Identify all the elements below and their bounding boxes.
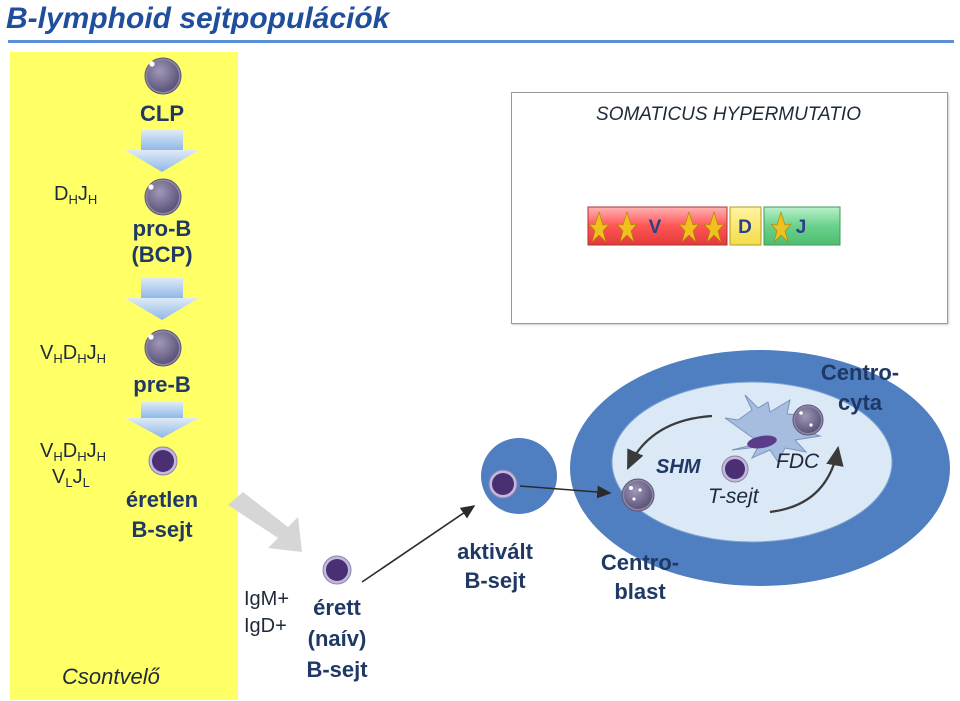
label-t-cell: T-sejt [708, 485, 759, 508]
gene-vdj-preb: VHDHJH [40, 342, 106, 366]
label-centroblast-line1: Centro- [600, 550, 680, 575]
mutation-marks [588, 210, 792, 244]
gene-vdj-d: D [62, 342, 78, 364]
gene-dj: DHJH [54, 183, 97, 207]
arrow-preb-to-immature [125, 402, 199, 438]
cell-centroblast [621, 478, 655, 512]
label-bone-marrow: Csontvelő [62, 664, 160, 689]
segment-j-label: J [796, 217, 807, 238]
label-activated-b: aktivált B-sejt [440, 537, 550, 595]
gene-vj-j: J [72, 466, 83, 488]
label-mature-line1: érett [313, 595, 361, 620]
gene-vdj2-sub1: H [53, 449, 63, 464]
gene-vj-v: V [52, 466, 66, 488]
label-mature-line2: (naív) [307, 626, 367, 651]
arrow-gc-cycle-top [627, 414, 713, 470]
label-centroblast: Centro- blast [585, 548, 695, 606]
gene-vdj-sub3: H [96, 351, 106, 366]
label-igm: IgM+ [244, 588, 290, 610]
cell-preb [144, 329, 182, 367]
label-centrocyte-line2: cyta [837, 390, 883, 415]
label-preb: pre-B [133, 372, 191, 397]
cell-clp [144, 57, 182, 95]
gene-dj-sub1: H [68, 192, 78, 207]
title-underline [8, 40, 954, 43]
label-prob-line2: (BCP) [131, 242, 193, 267]
label-immature-line1: éretlen [125, 487, 199, 512]
gene-vdj-sub1: H [53, 351, 63, 366]
vdj-gene-bar [587, 206, 841, 246]
arrow-activated-to-centroblast [519, 485, 612, 499]
gene-vdj2-v: V [40, 440, 54, 462]
gene-dj-j: J [77, 183, 88, 205]
arrow-immature-to-mature [228, 492, 302, 552]
gene-vj: VLJL [52, 466, 90, 490]
label-mature-line3: B-sejt [306, 657, 368, 682]
label-prob-line1: pro-B [132, 216, 192, 241]
gene-vdj2-j: J [86, 440, 97, 462]
arrow-gc-cycle-right [769, 445, 844, 514]
label-isotype: IgM+ IgD+ [244, 586, 289, 640]
label-centrocyte-line1: Centro- [820, 360, 900, 385]
gene-dj-d: D [54, 183, 69, 205]
bone-marrow-region [10, 52, 238, 700]
gene-vj-sub1: L [65, 475, 73, 490]
gene-vj-sub2: L [82, 475, 90, 490]
gene-vdj2-sub3: H [96, 449, 106, 464]
cell-mature-b [322, 555, 352, 585]
arrow-prob-to-preb [125, 278, 199, 320]
label-immature-b: éretlen B-sejt [112, 485, 212, 545]
cell-centrocyte [792, 404, 824, 436]
segment-d-label: D [738, 217, 752, 238]
label-activated-line1: aktivált [457, 539, 533, 564]
cell-activated-b [481, 438, 557, 514]
cell-t [721, 455, 749, 483]
label-mature-b: érett (naív) B-sejt [292, 592, 382, 685]
label-centrocyte: Centro- cyta [810, 358, 910, 418]
page-title: B-lymphoid sejtpopulációk [6, 2, 390, 35]
gene-vdj-j: J [86, 342, 97, 364]
gene-vdj-sub2: H [77, 351, 87, 366]
label-prob: pro-B (BCP) [112, 216, 212, 268]
arrow-mature-to-activated [361, 505, 476, 583]
label-immature-line2: B-sejt [131, 517, 193, 542]
gene-dj-sub2: H [87, 192, 98, 207]
label-centroblast-line2: blast [614, 579, 666, 604]
label-igd: IgD+ [244, 615, 287, 637]
gene-vdj2-sub2: H [77, 449, 87, 464]
shm-panel-title: SOMATICUS HYPERMUTATIO [596, 104, 861, 125]
label-activated-line2: B-sejt [464, 568, 526, 593]
label-shm: SHM [656, 456, 701, 478]
gene-vdj-immature: VHDHJH [40, 440, 106, 464]
gene-vdj-v: V [40, 342, 54, 364]
cell-immature-b [148, 446, 178, 476]
gene-vdj2-d: D [62, 440, 78, 462]
cell-prob [144, 178, 182, 216]
arrow-clp-to-prob [125, 130, 199, 172]
segment-v-label: V [649, 217, 662, 238]
label-fdc: FDC [776, 450, 820, 473]
label-clp: CLP [140, 101, 184, 126]
